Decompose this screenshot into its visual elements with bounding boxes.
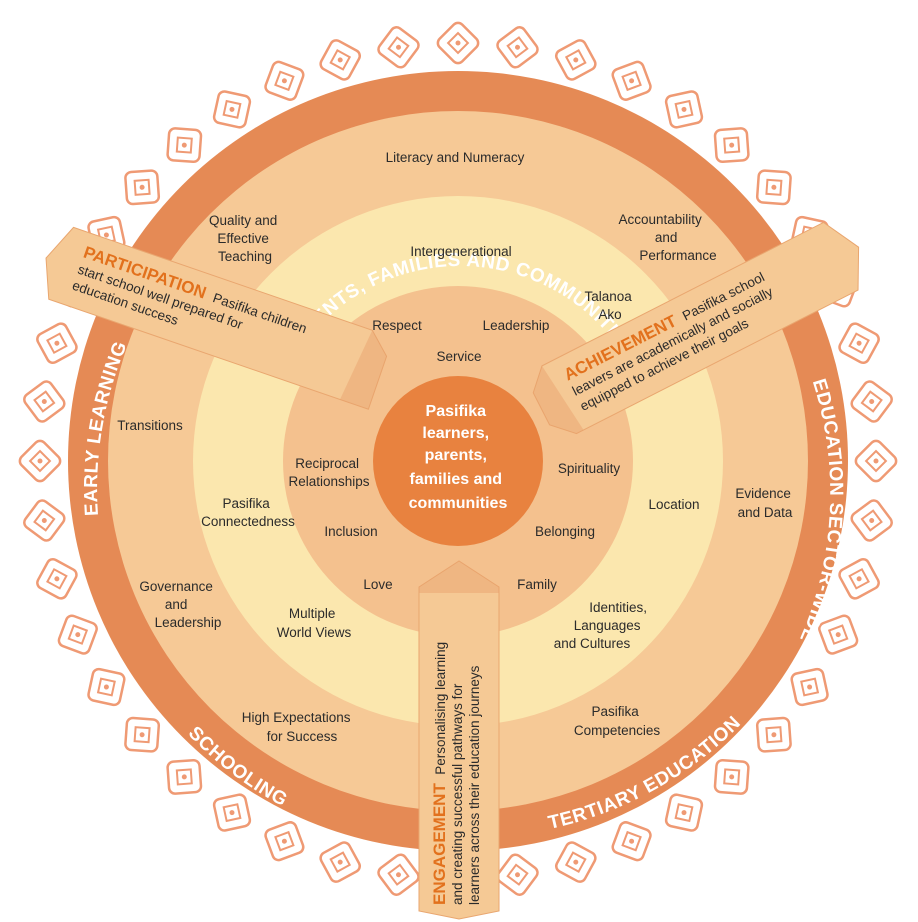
pattern-motif <box>838 557 880 600</box>
label-literacy-numeracy: Literacy and Numeracy <box>386 150 525 165</box>
pattern-motif <box>755 169 792 206</box>
label-spirituality: Spirituality <box>558 461 621 476</box>
label-pasifika-connectedness: Pasifika Connectedness <box>201 496 295 529</box>
label-leadership: Leadership <box>483 318 550 333</box>
label-talanoa-ako: Talanoa Ako <box>584 289 635 322</box>
pattern-motif <box>664 90 704 129</box>
pattern-motif <box>554 39 597 81</box>
label-accountability-performance: Accountability and Performance <box>618 212 716 263</box>
pattern-motif <box>57 614 98 655</box>
label-pasifika-competencies: Pasifika Competencies <box>574 704 661 738</box>
pattern-motif <box>87 667 126 707</box>
label-belonging: Belonging <box>535 524 595 539</box>
pattern-motif <box>611 60 652 101</box>
label-quality-effective-teaching: Quality and Effective Teaching <box>209 213 281 264</box>
pattern-motif <box>838 322 880 365</box>
pattern-motif <box>23 380 66 423</box>
pattern-motif <box>18 439 62 483</box>
pattern-motif <box>36 322 78 365</box>
label-respect: Respect <box>372 318 422 333</box>
pattern-motif <box>496 853 539 896</box>
label-governance-leadership: Governance and Leadership <box>139 579 221 630</box>
pattern-motif <box>23 499 66 542</box>
center-label: Pasifika learners, parents, families and… <box>409 403 508 512</box>
pattern-motif <box>124 169 161 206</box>
pattern-motif <box>166 758 203 795</box>
pattern-motif <box>818 614 859 655</box>
pattern-motif <box>850 380 893 423</box>
pattern-motif <box>319 841 362 883</box>
pattern-motif <box>850 499 893 542</box>
pattern-motif <box>755 716 792 753</box>
pattern-motif <box>212 793 252 832</box>
pattern-motif <box>436 21 480 65</box>
label-transitions: Transitions <box>117 418 183 433</box>
pattern-motif <box>377 26 420 69</box>
center-circle <box>373 376 543 546</box>
pattern-motif <box>496 26 539 69</box>
engagement-title: ENGAGEMENT <box>430 783 449 905</box>
pattern-motif <box>212 90 252 129</box>
engagement-line3: learners across their education journeys <box>467 665 482 905</box>
pattern-motif <box>611 821 652 862</box>
label-service: Service <box>436 349 481 364</box>
pattern-motif <box>713 758 750 795</box>
pattern-motif <box>166 127 203 164</box>
pattern-motif <box>36 557 78 600</box>
pattern-motif <box>377 853 420 896</box>
label-location: Location <box>648 497 699 512</box>
pattern-motif <box>664 793 704 832</box>
label-reciprocal-relationships: Reciprocal Relationships <box>288 456 369 489</box>
pattern-motif <box>319 39 362 81</box>
engagement-banner: ENGAGEMENT Personalising learning and cr… <box>418 560 500 920</box>
pattern-motif <box>124 716 161 753</box>
pattern-motif <box>554 841 597 883</box>
pattern-motif <box>854 439 898 483</box>
pattern-motif <box>264 821 305 862</box>
label-intergenerational: Intergenerational <box>410 244 511 259</box>
label-family: Family <box>517 577 557 592</box>
pattern-motif <box>713 127 750 164</box>
label-identities-languages-cultures: Identities, Languages and Cultures <box>554 600 651 651</box>
label-high-expectations: High Expectations for Success <box>242 710 355 744</box>
engagement-line1: Personalising learning <box>433 642 448 775</box>
label-evidence-data: Evidence and Data <box>735 486 794 520</box>
pattern-motif <box>790 667 829 707</box>
engagement-line2: and creating successful pathways for <box>450 683 465 905</box>
engagement-title-line: ENGAGEMENT Personalising learning <box>430 642 449 905</box>
label-inclusion: Inclusion <box>324 524 377 539</box>
pattern-motif <box>264 60 305 101</box>
label-love: Love <box>363 577 392 592</box>
label-multiple-world-views: Multiple World Views <box>277 606 352 640</box>
